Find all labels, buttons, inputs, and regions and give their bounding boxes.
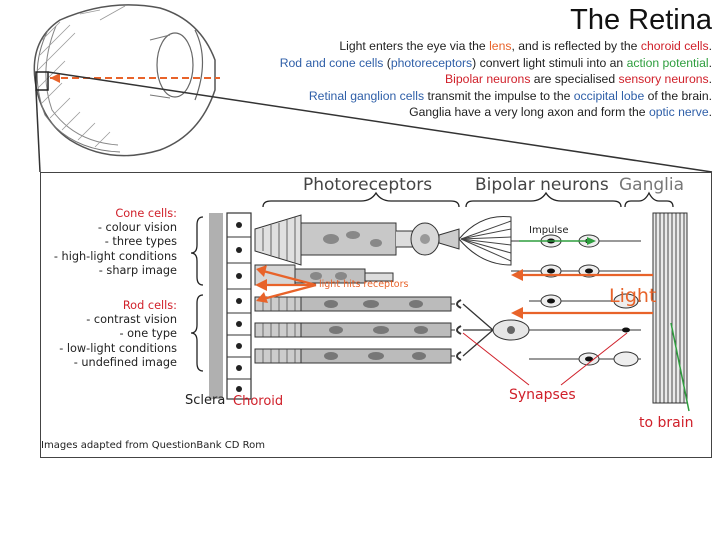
optic-nerve-term: optic nerve bbox=[648, 105, 709, 119]
synapse-pointers bbox=[462, 332, 628, 386]
intro-text-span: . bbox=[708, 55, 712, 70]
retina-focus-box bbox=[35, 71, 49, 91]
iris-shape bbox=[149, 34, 171, 99]
list-item: - sharp image bbox=[98, 263, 177, 277]
choroid-cells bbox=[226, 212, 252, 400]
ganglia-bracket bbox=[624, 191, 674, 208]
intro-text-span: ( bbox=[383, 55, 391, 70]
rod-cells bbox=[254, 296, 462, 364]
intro-text-span: . bbox=[708, 105, 712, 119]
intro-line-4: Retinal ganglion cells transmit the impu… bbox=[192, 88, 712, 105]
light-hits-label: light hits receptors bbox=[319, 279, 409, 290]
list-item: - low-light conditions bbox=[59, 341, 177, 355]
photoreceptors-term: photoreceptors bbox=[390, 55, 473, 70]
to-brain-line bbox=[670, 322, 690, 412]
retina-cell-diagram bbox=[190, 191, 690, 412]
rod-cells-heading: Rod cells: bbox=[122, 299, 177, 312]
intro-text-span: are specialised bbox=[530, 72, 619, 86]
choroid-label: Choroid bbox=[233, 394, 284, 409]
sclera-layer bbox=[209, 213, 223, 399]
cone-cells-heading: Cone cells: bbox=[115, 207, 177, 220]
rod-cone-term: Rod and cone cells bbox=[279, 55, 384, 70]
light-label: Light bbox=[609, 285, 657, 307]
page-title: The Retina bbox=[570, 4, 712, 36]
intro-line-3: Bipolar neurons are specialised sensory … bbox=[192, 71, 712, 88]
action-potential-term: action potential bbox=[626, 55, 709, 70]
list-item: - contrast vision bbox=[86, 313, 177, 327]
light-path-arrowhead bbox=[50, 73, 60, 83]
zoom-line-left bbox=[35, 89, 41, 173]
ganglion-cells bbox=[511, 234, 641, 367]
lens-term: lens bbox=[489, 39, 512, 53]
sclera-hatching bbox=[37, 5, 126, 148]
eye-layer bbox=[45, 25, 119, 146]
synapses-label: Synapses bbox=[509, 387, 576, 403]
lens-shape bbox=[156, 32, 194, 98]
eye-layer bbox=[36, 29, 121, 153]
intro-line-2: Rod and cone cells (photoreceptors) conv… bbox=[192, 55, 712, 72]
bipolar-bracket bbox=[465, 191, 622, 208]
intro-text-span: . bbox=[708, 39, 712, 53]
sclera-label: Sclera bbox=[185, 393, 226, 408]
section-brackets bbox=[190, 191, 674, 372]
to-brain-label: to brain bbox=[639, 415, 694, 431]
bipolar-neurons-label: Bipolar neurons bbox=[475, 175, 609, 195]
intro-text-span: , and is reflected by the bbox=[511, 39, 641, 53]
intro-text: Light enters the eye via the lens, and i… bbox=[192, 38, 712, 121]
cone-cells-list: Cone cells: - colour vision - three type… bbox=[41, 207, 177, 278]
intro-text-span: Light enters the eye via the bbox=[339, 39, 490, 53]
impulse-label: Impulse bbox=[529, 225, 569, 236]
intro-line-5: Ganglia have a very long axon and form t… bbox=[192, 104, 712, 121]
rod-bracket bbox=[190, 294, 204, 372]
sensory-neurons-term: sensory neurons bbox=[618, 72, 709, 86]
cone-bracket bbox=[190, 216, 204, 286]
intro-line-1: Light enters the eye via the lens, and i… bbox=[192, 38, 712, 55]
list-item: - colour vision bbox=[97, 221, 177, 235]
list-item: - undefined image bbox=[73, 355, 177, 369]
intro-text-span: Ganglia have a very long axon and form t… bbox=[409, 105, 649, 119]
intro-text-span: transmit the impulse to the bbox=[424, 88, 574, 103]
retina-diagram-panel: Photoreceptors Bipolar neurons Ganglia I… bbox=[40, 172, 712, 458]
list-item: - one type bbox=[119, 327, 177, 341]
intro-text-span: of the brain. bbox=[644, 88, 712, 103]
cone-cell-1 bbox=[254, 214, 460, 266]
list-item: - three types bbox=[104, 235, 177, 249]
photoreceptors-label: Photoreceptors bbox=[303, 175, 433, 195]
intro-text-span: . bbox=[708, 72, 712, 86]
rod-cells-list: Rod cells: - contrast vision - one type … bbox=[41, 299, 177, 370]
impulse-arrow bbox=[519, 237, 596, 245]
cornea-shape bbox=[194, 29, 204, 101]
eyeball-outline bbox=[33, 4, 216, 157]
photoreceptors-bracket bbox=[262, 191, 460, 208]
zoom-line-right bbox=[47, 71, 713, 173]
image-credit: Images adapted from QuestionBank CD Rom bbox=[41, 440, 265, 451]
ganglia-label: Ganglia bbox=[619, 175, 685, 195]
choroid-cells-term: choroid cells bbox=[640, 39, 709, 53]
list-item: - high-light conditions bbox=[53, 249, 177, 263]
intro-text-span: ) convert light stimuli into an bbox=[472, 55, 627, 70]
bipolar-neuron-cone bbox=[458, 215, 512, 266]
ganglion-term: Retinal ganglion cells bbox=[308, 88, 425, 103]
light-arrows bbox=[255, 265, 653, 319]
bipolar-term: Bipolar neurons bbox=[445, 72, 531, 86]
occipital-term: occipital lobe bbox=[573, 88, 645, 103]
